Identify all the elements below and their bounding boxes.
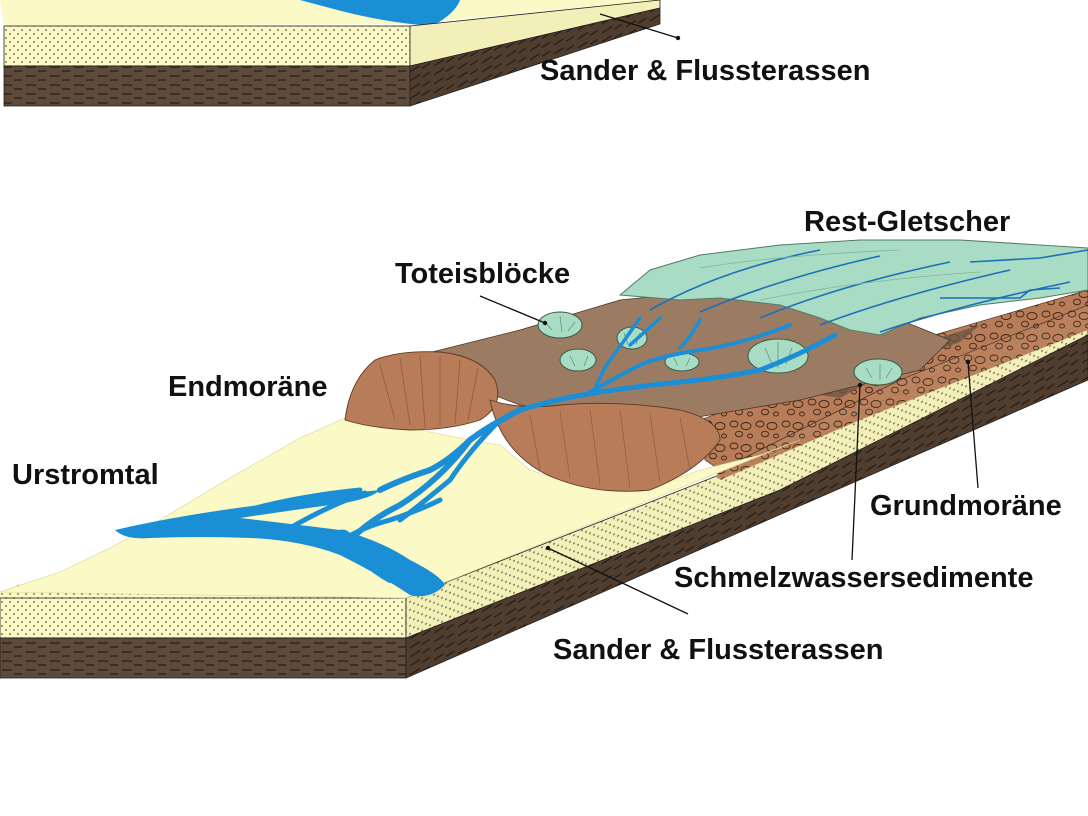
urstromtal-water <box>115 490 445 597</box>
schmelzwassersedimente-label: Schmelzwassersedimente <box>674 562 1033 594</box>
glacier-crevasses <box>649 249 1088 333</box>
toteis-texture <box>544 315 893 380</box>
bottom-block-sand-front <box>0 597 407 639</box>
toteisbloecke-leader-dot <box>542 320 548 326</box>
top-sander-leader-dot <box>675 35 681 41</box>
top-block-water-channel <box>300 0 460 26</box>
top-sander-leader <box>599 13 679 39</box>
toteis-block-6 <box>853 358 903 386</box>
urstromtal-braids <box>212 487 443 583</box>
bottom-sander-label: Sander & Flussterassen <box>553 634 883 666</box>
endmoraene-label: Endmoräne <box>168 371 328 403</box>
bottom-sander-leader <box>547 547 689 615</box>
toteis-block-3 <box>559 348 597 372</box>
top-block: Sander & Flussterassen <box>0 0 870 107</box>
top-block-surface <box>0 0 660 26</box>
toteisbloecke-label: Toteisblöcke <box>395 258 570 290</box>
endmoraene-ridge <box>344 351 499 431</box>
bottom-block-side-bedrock <box>405 334 1088 679</box>
bottom-block-side-moraine <box>700 300 1088 480</box>
bottom-block: Rest-Gletscher Toteisblöcke Endmoräne Ur… <box>0 206 1088 679</box>
endmoraene-front-slope <box>489 399 721 492</box>
toteis-block-1 <box>537 311 583 339</box>
toteisbloecke-group <box>537 311 903 386</box>
endmoraene-hachures <box>379 355 479 429</box>
schmelzwassersedimente-leader-dot <box>857 382 863 388</box>
front-slope-hachures <box>529 409 691 489</box>
grundmoraene-label: Grundmoräne <box>870 490 1062 522</box>
bottom-block-bedrock-layer <box>0 637 407 679</box>
top-block-side-bedrock <box>409 7 661 107</box>
top-sander-label: Sander & Flussterassen <box>540 55 870 87</box>
bottom-sander-leader-dot <box>545 545 551 551</box>
rest-gletscher-label: Rest-Gletscher <box>804 206 1010 238</box>
toteisbloecke-leader <box>479 295 546 324</box>
glacier-shading <box>699 249 981 301</box>
grundmoraene-leader-dot <box>965 359 971 365</box>
urstromtal-label: Urstromtal <box>12 459 159 491</box>
top-block-bedrock-layer <box>3 65 411 107</box>
grundmoraene-leader <box>967 361 979 489</box>
rest-gletscher <box>618 239 1088 336</box>
schmelzwassersedimente-leader <box>851 384 861 561</box>
top-block-sand-layer <box>3 25 411 67</box>
